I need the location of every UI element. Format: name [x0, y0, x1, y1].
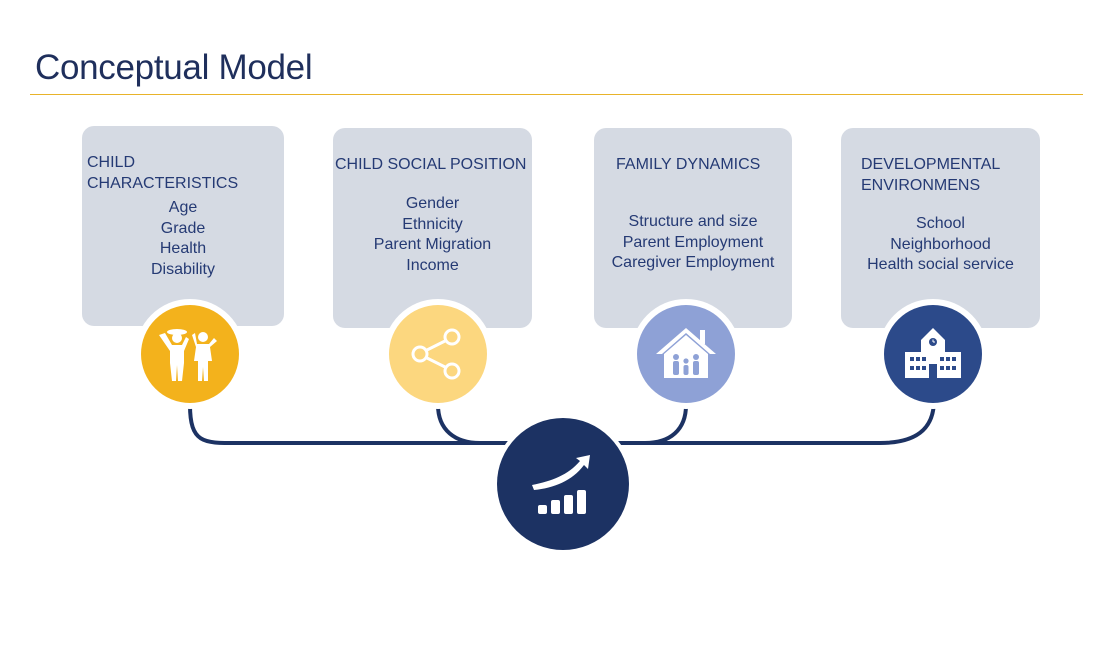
card-item: Gender [405, 195, 460, 212]
card-heading: CHILD CHARACTERISTICS [87, 154, 239, 192]
card-child-social-position: CHILD SOCIAL POSITION Gender Ethnicity P… [333, 128, 532, 328]
card-developmental-environments: DEVELOPMENTAL ENVIRONMENS School Neighbo… [841, 128, 1040, 328]
card-items: Age Grade Health Disability [82, 198, 284, 280]
children-icon [159, 329, 217, 381]
share-network-icon [411, 328, 461, 380]
school-building-icon [905, 328, 961, 378]
card-heading: CHILD SOCIAL POSITION [335, 156, 527, 173]
card-item: Structure and size [628, 213, 758, 230]
card-item: Disability [150, 260, 215, 278]
growth-chart-icon [532, 455, 590, 514]
card-item: Health social service [867, 256, 1014, 273]
title-divider [30, 94, 1083, 95]
card-family-dynamics: FAMILY DYNAMICS Structure and size Paren… [594, 128, 792, 328]
card-item: Grade [160, 219, 206, 237]
card-heading: DEVELOPMENTAL ENVIRONMENS [861, 154, 1000, 196]
card-items: Gender Ethnicity Parent Migration Income [333, 194, 532, 276]
card-heading: FAMILY DYNAMICS [616, 156, 761, 173]
center-outcome-badge [493, 414, 633, 554]
icon-badge-child-social-position [383, 299, 493, 409]
card-heading-line: ENVIRONMENS [861, 177, 981, 194]
card-item: Age [168, 199, 198, 216]
icon-badge-child-characteristics [135, 299, 245, 409]
page-title: Conceptual Model [35, 48, 313, 87]
card-child-characteristics: CHILD CHARACTERISTICS Age Grade Health D… [82, 126, 284, 326]
card-item: Parent Employment [622, 233, 764, 251]
card-item: Parent Migration [373, 236, 492, 253]
card-item: Ethnicity [402, 215, 463, 233]
icon-badge-developmental-environments [878, 299, 988, 409]
card-item: Neighborhood [890, 235, 991, 253]
card-item: Income [406, 256, 459, 274]
card-item: Health [159, 240, 207, 257]
card-item: School [916, 215, 965, 232]
card-items: School Neighborhood Health social servic… [841, 214, 1040, 276]
card-items: Structure and size Parent Employment Car… [594, 212, 792, 274]
card-item: Caregiver Employment [611, 254, 775, 271]
icon-badge-family-dynamics [631, 299, 741, 409]
card-heading-line: DEVELOPMENTAL [861, 156, 1001, 173]
family-house-icon [656, 328, 716, 378]
